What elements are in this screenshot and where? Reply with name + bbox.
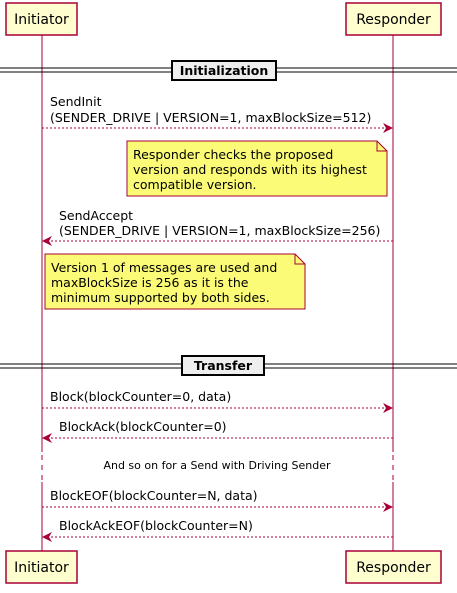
- divider-transfer-label: Transfer: [194, 358, 253, 373]
- delay-label: And so on for a Send with Driving Sender: [103, 459, 331, 472]
- message-block-ack-eof: BlockAckEOF(blockCounter=N): [42, 518, 393, 542]
- participant-responder-top: Responder: [345, 2, 442, 36]
- message-block-eof: BlockEOF(blockCounter=N, data): [42, 488, 393, 512]
- note-version: Version 1 of messages are used and maxBl…: [44, 253, 306, 310]
- participant-responder-bottom: Responder: [345, 550, 442, 584]
- participant-initiator-top-label: Initiator: [14, 12, 69, 28]
- note-responder: Responder checks the proposed version an…: [126, 140, 388, 197]
- note-responder-line3: compatible version.: [133, 177, 257, 192]
- block-eof-label: BlockEOF(blockCounter=N, data): [50, 488, 258, 503]
- note-responder-line1: Responder checks the proposed: [133, 147, 333, 162]
- note-responder-line2: version and responds with its highest: [133, 162, 367, 177]
- participant-initiator-top: Initiator: [5, 2, 78, 36]
- note-version-line3: minimum supported by both sides.: [51, 290, 270, 305]
- participant-initiator-bottom-label: Initiator: [14, 560, 69, 576]
- message-block-ack: BlockAck(blockCounter=0): [42, 419, 393, 443]
- block-ack-eof-label: BlockAckEOF(blockCounter=N): [59, 518, 253, 533]
- send-init-label-line1: SendInit: [50, 94, 102, 109]
- note-version-line2: maxBlockSize is 256 as it is the: [51, 275, 249, 290]
- divider-initialization-label: Initialization: [180, 63, 269, 78]
- message-send-accept: SendAccept (SENDER_DRIVE | VERSION=1, ma…: [42, 208, 393, 246]
- divider-initialization: Initialization: [0, 60, 457, 81]
- block-ack-label: BlockAck(blockCounter=0): [59, 419, 227, 434]
- note-version-line1: Version 1 of messages are used and: [51, 260, 277, 275]
- divider-transfer: Transfer: [0, 355, 457, 376]
- participant-responder-bottom-label: Responder: [356, 560, 431, 576]
- send-accept-label-line1: SendAccept: [59, 208, 133, 223]
- block-label: Block(blockCounter=0, data): [50, 389, 231, 404]
- participant-responder-top-label: Responder: [356, 12, 431, 28]
- message-send-init: SendInit (SENDER_DRIVE | VERSION=1, maxB…: [42, 94, 393, 133]
- participant-initiator-bottom: Initiator: [5, 550, 78, 584]
- message-block: Block(blockCounter=0, data): [42, 389, 393, 413]
- send-accept-label-line2: (SENDER_DRIVE | VERSION=1, maxBlockSize=…: [59, 223, 380, 238]
- send-init-label-line2: (SENDER_DRIVE | VERSION=1, maxBlockSize=…: [50, 110, 371, 125]
